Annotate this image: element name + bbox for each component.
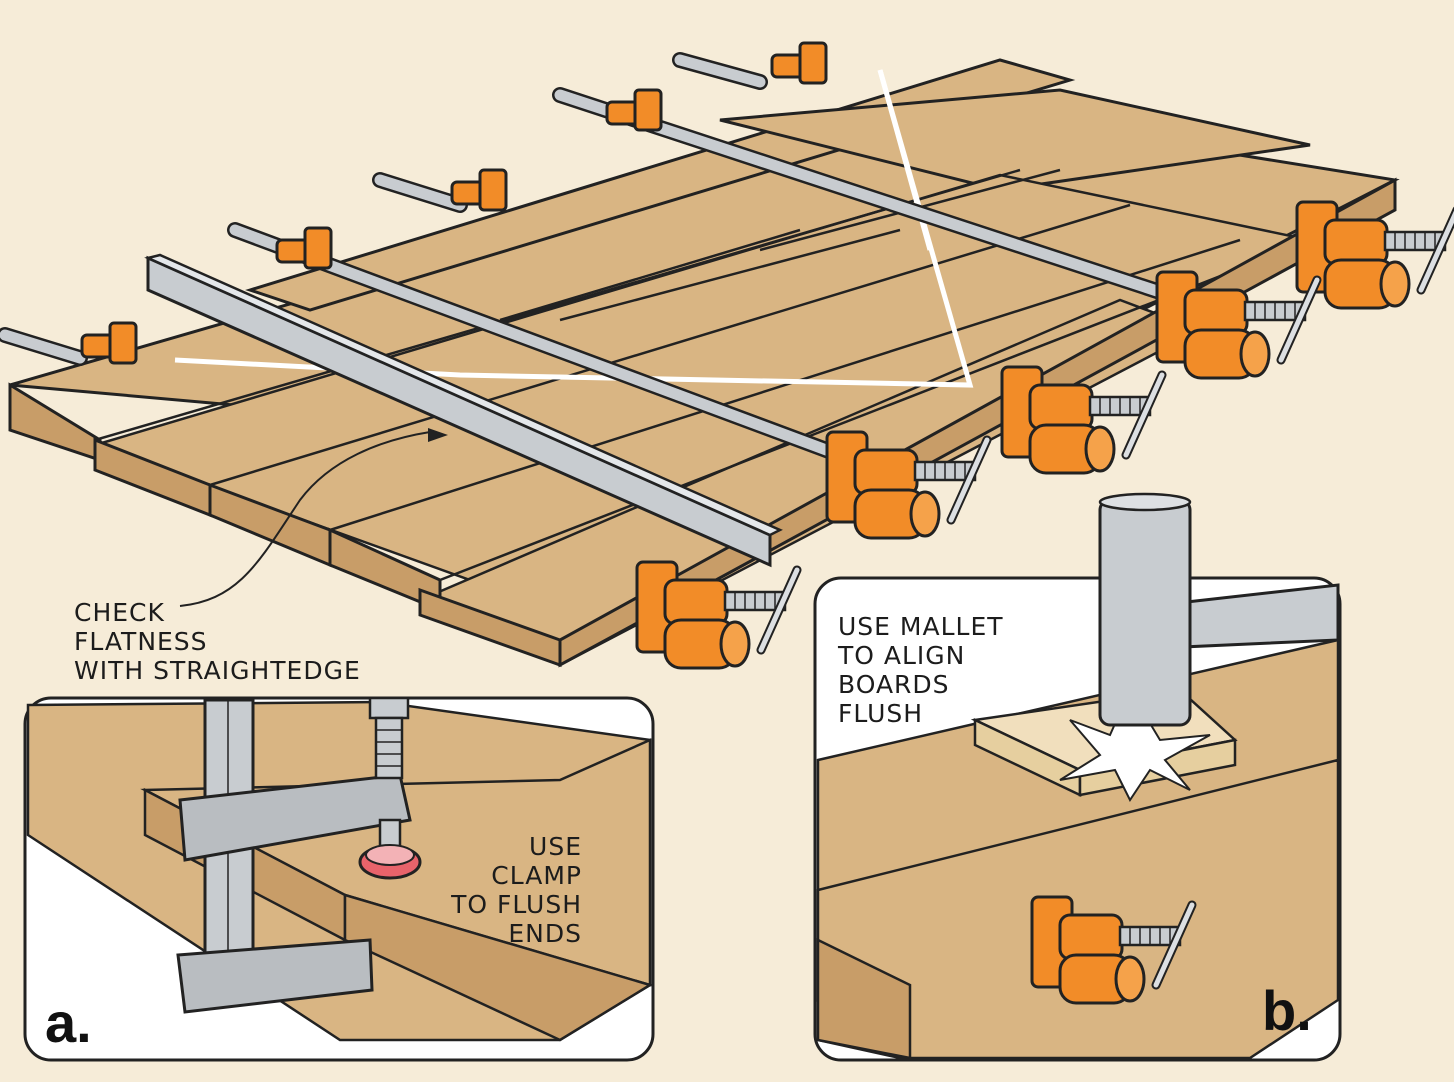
pipe-clamp-icon <box>275 226 333 270</box>
mallet-label: USE MALLET TO ALIGN BOARDS FLUSH <box>838 612 1004 728</box>
clamp-label: USE CLAMP TO FLUSH ENDS <box>440 832 582 948</box>
inset-a-letter: a. <box>45 991 92 1054</box>
pipe-clamp-icon <box>770 41 828 85</box>
straightedge-label: CHECK FLATNESS WITH STRAIGHTEDGE <box>74 598 361 685</box>
mallet-label-line-4: FLUSH <box>838 699 924 728</box>
straightedge-label-line-1: CHECK <box>74 598 165 627</box>
pipe-clamps <box>0 41 1454 668</box>
inset-a <box>23 696 655 1062</box>
pipe-1 <box>554 89 1236 321</box>
clamp-label-line-2: CLAMP <box>491 861 582 890</box>
mallet-icon <box>1098 492 1340 727</box>
pipe-2 <box>229 224 886 476</box>
clamp-label-line-1: USE <box>529 832 582 861</box>
inset-b-letter: b. <box>1262 979 1312 1042</box>
clamp-label-line-3: TO FLUSH <box>451 890 582 919</box>
mallet-label-line-1: USE MALLET <box>838 612 1004 641</box>
bar-clamp-icon <box>176 696 422 1014</box>
pipe-clamp-icon <box>80 321 138 365</box>
pipe-clamp-icon <box>450 168 508 212</box>
pipe-clamp-icon <box>605 88 663 132</box>
inset-b <box>813 492 1342 1062</box>
mallet-label-line-2: TO ALIGN <box>838 641 966 670</box>
leader-line <box>179 431 431 607</box>
mallet-label-line-3: BOARDS <box>838 670 950 699</box>
straightedge-label-line-3: WITH STRAIGHTEDGE <box>74 656 361 685</box>
clamp-label-line-4: ENDS <box>508 919 582 948</box>
straightedge-icon <box>144 253 783 568</box>
straightedge-label-line-2: FLATNESS <box>74 627 208 656</box>
